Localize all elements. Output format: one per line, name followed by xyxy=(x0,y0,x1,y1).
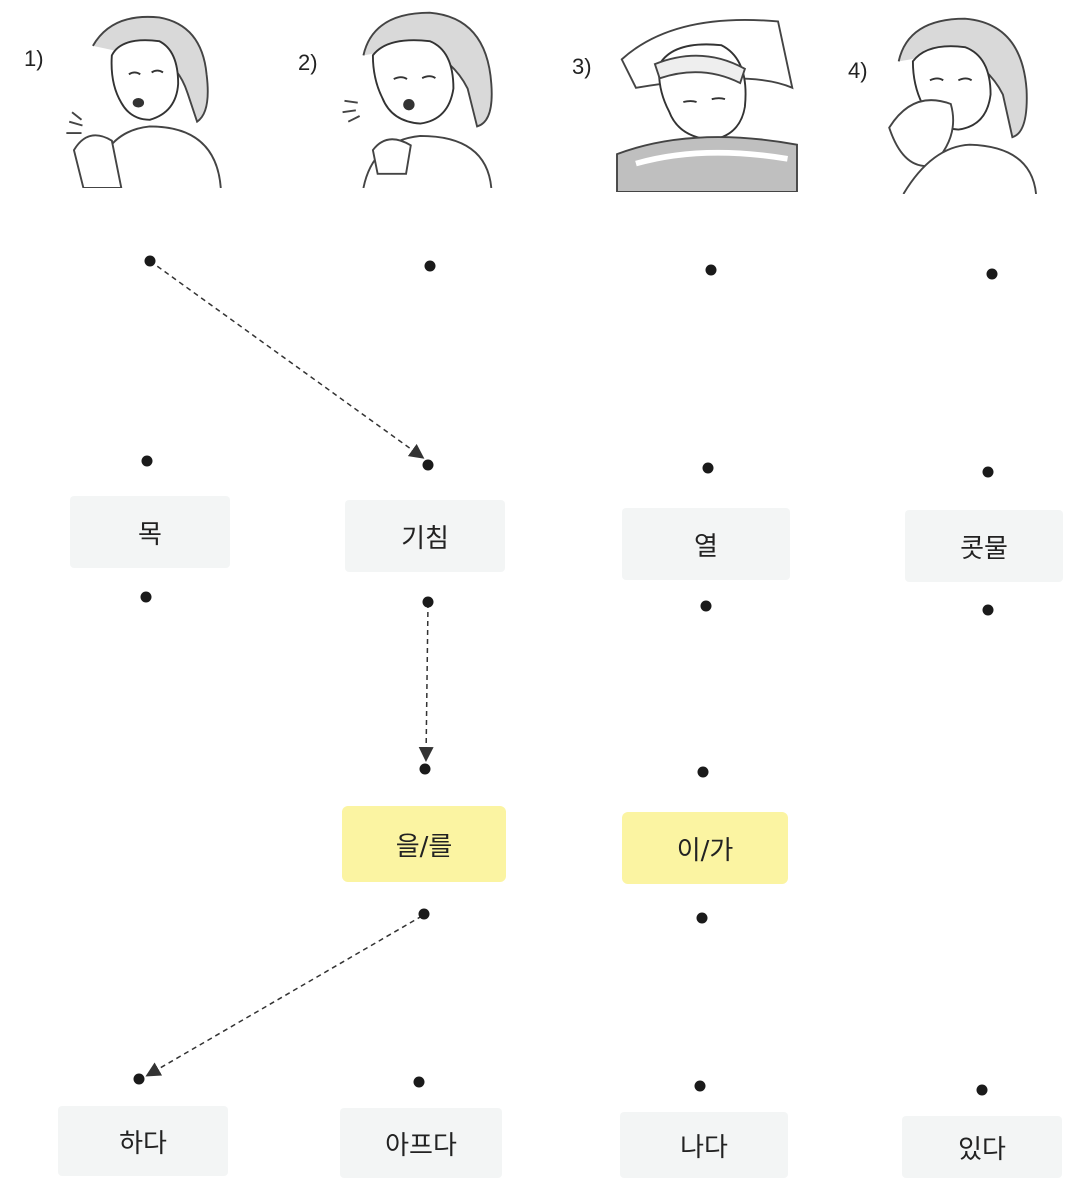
runny-nose-woman-icon xyxy=(870,14,1060,194)
item-number-2: 2) xyxy=(298,50,318,75)
dot-particle-2-bottom xyxy=(696,912,708,924)
dot-2-top xyxy=(424,260,436,272)
item-number-4: 4) xyxy=(848,58,868,83)
verb-box-nada: 나다 xyxy=(620,1112,788,1178)
dot-noun-3-top xyxy=(702,462,714,474)
dot-particle-1-bottom xyxy=(418,908,430,920)
dot-3-top xyxy=(705,264,717,276)
dot-noun-2-bottom xyxy=(422,596,434,608)
verb-box-apeuda: 아프다 xyxy=(340,1108,502,1178)
dot-4-top xyxy=(986,268,998,280)
dot-noun-1-top xyxy=(141,455,153,467)
noun-box-4: 콧물 xyxy=(905,510,1063,582)
dot-noun-1-bottom xyxy=(140,591,152,603)
dot-particle-1-top xyxy=(419,763,431,775)
coughing-woman-icon xyxy=(50,8,240,188)
connector-line-2 xyxy=(418,602,434,762)
dot-verb-2 xyxy=(413,1076,425,1088)
sore-throat-woman-icon xyxy=(330,8,520,188)
verb-box-itda: 있다 xyxy=(902,1116,1062,1178)
particle-box-i-ga: 이/가 xyxy=(622,812,788,884)
dot-verb-1 xyxy=(133,1073,145,1085)
dot-noun-4-bottom xyxy=(982,604,994,616)
feverish-woman-in-bed-icon xyxy=(612,12,802,192)
connector-line-3 xyxy=(145,915,423,1077)
dot-particle-2-top xyxy=(697,766,709,778)
item-number-1: 1) xyxy=(24,46,44,71)
dot-noun-3-bottom xyxy=(700,600,712,612)
dot-verb-3 xyxy=(694,1080,706,1092)
item-number-3: 3) xyxy=(572,54,592,79)
connector-line-1 xyxy=(149,260,425,459)
noun-box-2: 기침 xyxy=(345,500,505,572)
noun-box-1: 목 xyxy=(70,496,230,568)
verb-box-hada: 하다 xyxy=(58,1106,228,1176)
dot-verb-4 xyxy=(976,1084,988,1096)
dot-1-top xyxy=(144,255,156,267)
dot-noun-2-top xyxy=(422,459,434,471)
particle-box-eul-reul: 을/를 xyxy=(342,806,506,882)
noun-box-3: 열 xyxy=(622,508,790,580)
dot-noun-4-top xyxy=(982,466,994,478)
